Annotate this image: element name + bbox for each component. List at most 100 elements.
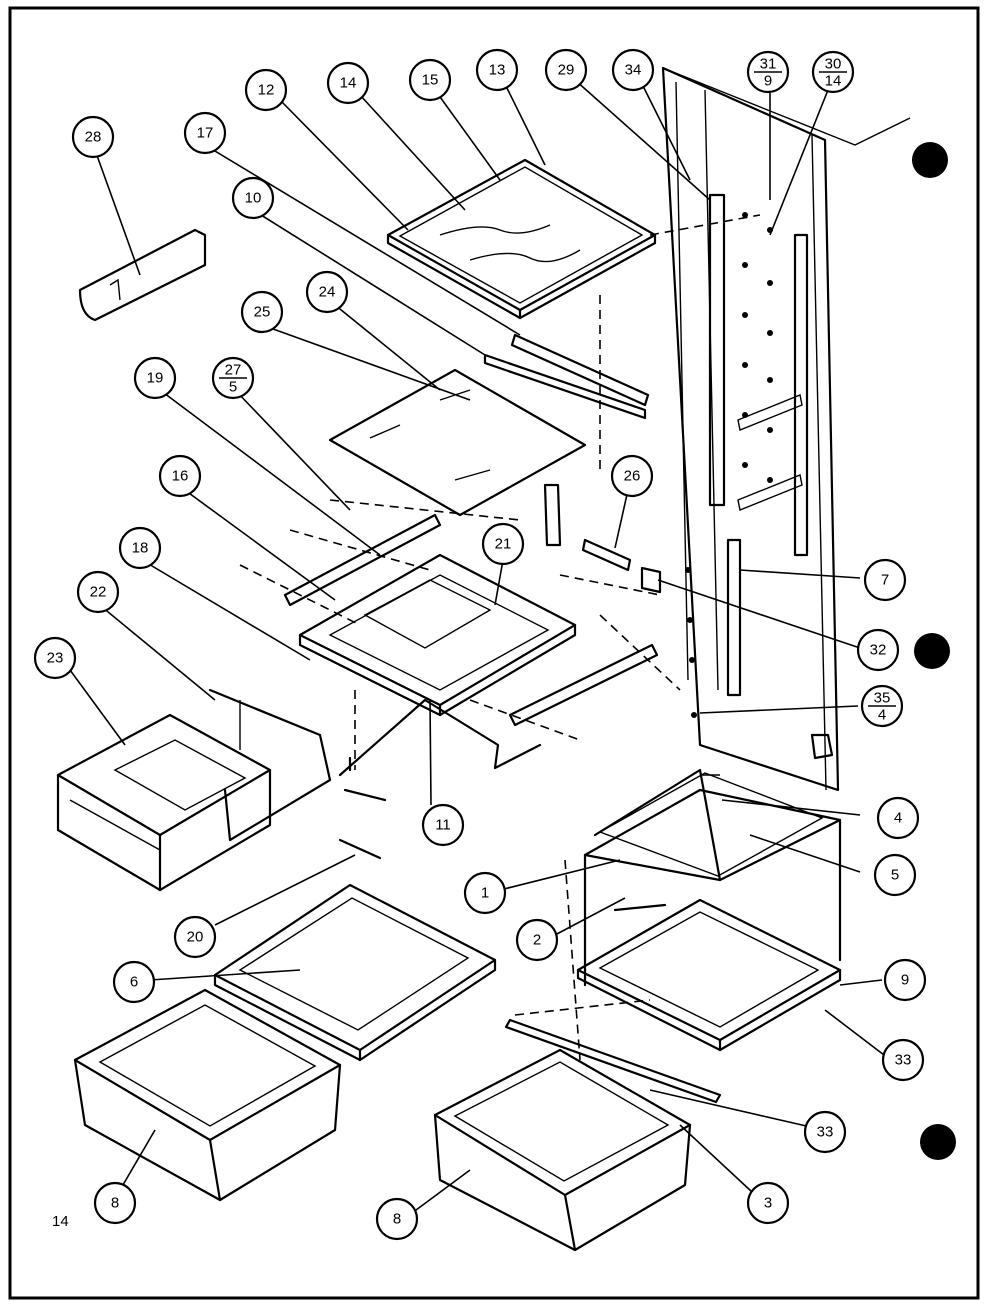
callout-circle: [746, 1181, 790, 1225]
callout-number: 16: [172, 468, 189, 485]
callout-circle: [515, 918, 559, 962]
callout-circle: [76, 570, 120, 614]
callout-subnumber: 14: [825, 73, 842, 90]
callout-number: 30: [825, 56, 842, 73]
callout-circle: [326, 61, 370, 105]
binder-hole-bottom: [920, 1124, 956, 1160]
callout-34: 34: [611, 48, 655, 92]
callout-circle: [408, 58, 452, 102]
crisper-cover-6: [213, 838, 497, 1062]
callout-circle: [231, 176, 275, 220]
callout-number: 27: [225, 362, 242, 379]
callout-number: 33: [817, 1124, 834, 1141]
callout-6: 6: [112, 960, 156, 1004]
callout-16: 16: [158, 454, 202, 498]
callout-number: 23: [47, 650, 64, 667]
callout-10: 10: [231, 176, 275, 220]
top-glass-shelf: [386, 158, 657, 320]
callout-11: 11: [421, 803, 465, 847]
callout-circle: [863, 558, 907, 602]
callout-number: 1: [481, 885, 489, 902]
callout-circle: [112, 960, 156, 1004]
callout-25: 25: [240, 290, 284, 334]
callout-circle: [158, 454, 202, 498]
callout-number: 20: [187, 929, 204, 946]
callout-number: 15: [422, 72, 439, 89]
page-border: [8, 6, 980, 1300]
binder-hole-middle: [914, 633, 950, 669]
callout-number: 19: [147, 370, 164, 387]
callout-number: 32: [870, 642, 887, 659]
callout-32: 32: [856, 628, 900, 672]
callout-4: 4: [876, 796, 920, 840]
callout-subnumber: 9: [764, 73, 772, 90]
callout-29: 29: [544, 48, 588, 92]
callout-number: 17: [197, 125, 214, 142]
callout-27-5: 275: [211, 356, 255, 400]
callout-26: 26: [610, 454, 654, 498]
callout-1: 1: [463, 871, 507, 915]
callout-35-4: 354: [860, 684, 904, 728]
callout-23: 23: [33, 636, 77, 680]
callout-circle: [881, 1038, 925, 1082]
callout-circle: [421, 803, 465, 847]
left-crisper-drawer: [73, 988, 342, 1202]
left-deli-drawer: [56, 688, 332, 892]
callout-circle: [873, 853, 917, 897]
callout-19: 19: [133, 356, 177, 400]
callout-number: 5: [891, 867, 899, 884]
page-number: 14: [52, 1213, 69, 1230]
callout-number: 14: [340, 75, 357, 92]
callout-7: 7: [863, 558, 907, 602]
binder-hole-top: [912, 142, 948, 178]
callout-number: 11: [435, 817, 451, 834]
shelf-rail: [483, 333, 650, 420]
binder-holes: [912, 142, 956, 1160]
callout-number: 7: [881, 572, 889, 589]
callout-circle: [33, 636, 77, 680]
right-crisper-drawer: [433, 1048, 692, 1252]
callout-circle: [611, 48, 655, 92]
callout-20: 20: [173, 915, 217, 959]
callout-number: 13: [489, 62, 506, 79]
callout-circle: [173, 915, 217, 959]
callout-circle: [71, 115, 115, 159]
callout-number: 10: [245, 190, 262, 207]
callout-number: 25: [254, 304, 271, 321]
glass-shelf-24: [328, 368, 587, 517]
callout-circle: [856, 628, 900, 672]
callout-number: 3: [764, 1195, 772, 1212]
callout-18: 18: [118, 526, 162, 570]
callout-number: 12: [258, 82, 275, 99]
callout-number: 33: [895, 1052, 912, 1069]
callout-number: 26: [624, 468, 641, 485]
callout-33: 33: [803, 1110, 847, 1154]
callout-number: 35: [874, 690, 891, 707]
callout-circle: [133, 356, 177, 400]
callout-circle: [118, 526, 162, 570]
callout-number: 31: [760, 56, 777, 73]
callout-3: 3: [746, 1181, 790, 1225]
callout-number: 2: [533, 932, 541, 949]
wire-support-11: [338, 698, 542, 802]
callout-8: 8: [375, 1197, 419, 1241]
callout-33: 33: [881, 1038, 925, 1082]
right-drawer-frame: [504, 898, 842, 1104]
callout-number: 8: [393, 1211, 401, 1228]
callout-number: 18: [132, 540, 149, 557]
callout-8: 8: [93, 1181, 137, 1225]
callout-17: 17: [183, 111, 227, 155]
callout-24: 24: [305, 270, 349, 314]
callout-number: 4: [894, 810, 902, 827]
cabinet-side-wall: [661, 66, 911, 792]
callout-number: 8: [111, 1195, 119, 1212]
callout-number: 29: [558, 62, 575, 79]
callout-circle: [463, 871, 507, 915]
callout-circle: [240, 290, 284, 334]
callout-number: 22: [90, 584, 107, 601]
callout-9: 9: [883, 958, 927, 1002]
callout-circle: [305, 270, 349, 314]
callout-number: 6: [130, 974, 138, 991]
